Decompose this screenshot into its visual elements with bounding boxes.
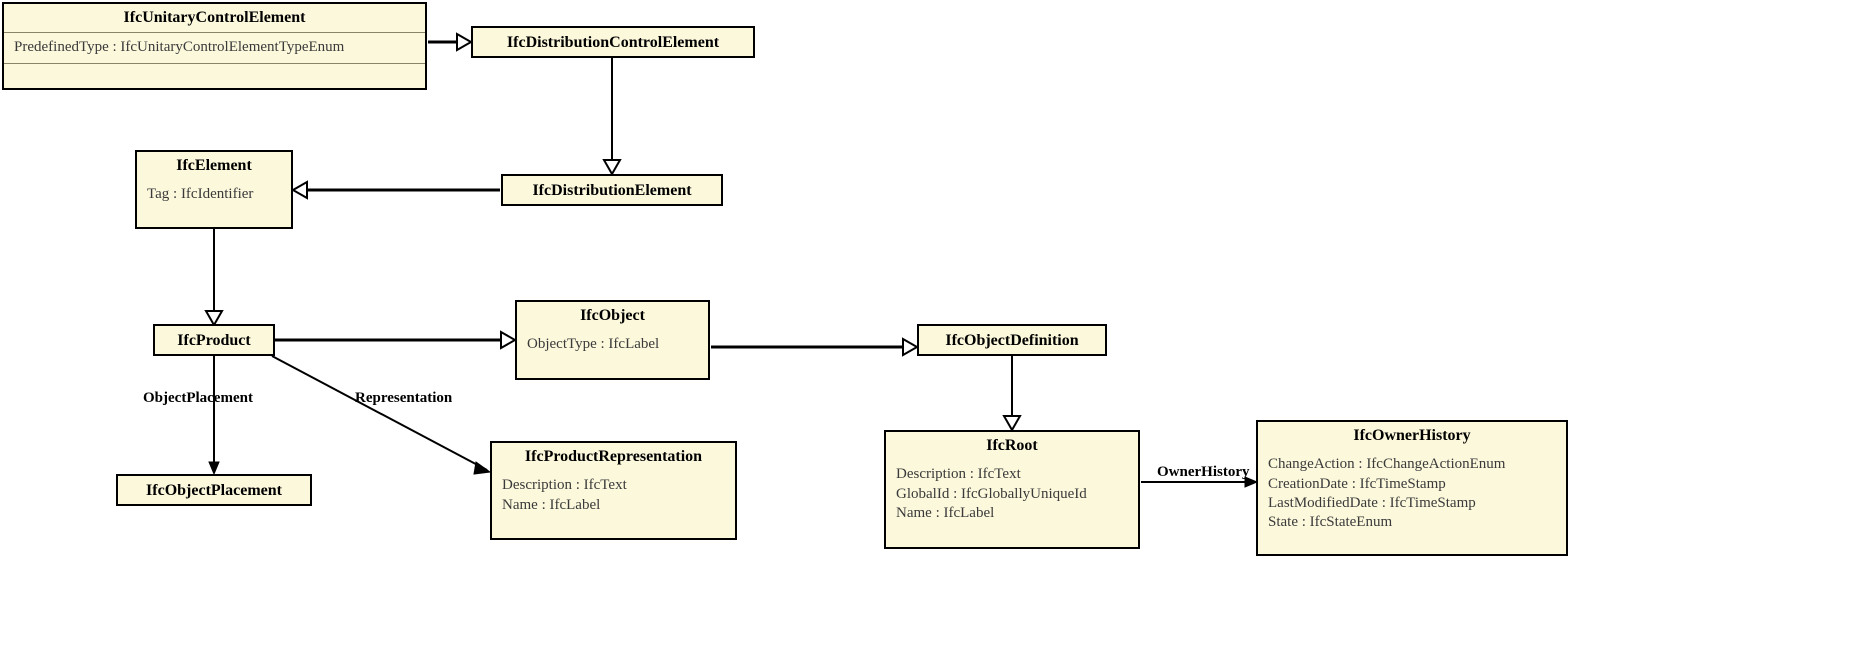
edge-label-ownerhistory: OwnerHistory [1157,464,1250,480]
class-attributes-ifcobject: ObjectType : IfcLabel [517,330,708,360]
class-operations-ifcownerhistory [1258,538,1566,562]
attribute-row: GlobalId : IfcGloballyUniqueId [896,485,1087,502]
edge-product-to-objectplacement [208,356,220,476]
attribute-row: PredefinedType : IfcUnitaryControlElemen… [14,39,345,56]
class-name-ifcownerhistory: IfcOwnerHistory [1353,427,1471,444]
edge-distributionelement-to-element [290,180,500,200]
class-operations-ifcelement [137,211,291,235]
edge-product-to-productrepresentation [271,355,492,475]
class-box-ifcobjectplacement[interactable]: IfcObjectPlacement [116,474,312,506]
attribute-row: Name : IfcLabel [896,504,995,521]
attribute-row: Tag : IfcIdentifier [147,186,254,203]
attribute-row: ObjectType : IfcLabel [527,336,660,353]
attribute-row: State : IfcStateEnum [1268,513,1393,530]
edge-label-objectplacement: ObjectPlacement [143,390,253,406]
class-attributes-ifcunitarycontrolelement: PredefinedType : IfcUnitaryControlElemen… [4,33,425,63]
attribute-row: LastModifiedDate : IfcTimeStamp [1268,494,1476,511]
edge-distributioncontrolelement-to-distributionelement [602,58,622,177]
compartment-separator [4,32,425,34]
compartment-separator [4,63,425,64]
edge-objectdefinition-to-root [1002,356,1022,433]
class-box-ifcdistributioncontrolelement[interactable]: IfcDistributionControlElement [471,26,755,58]
class-name-ifcroot: IfcRoot [986,437,1038,454]
attribute-row: ChangeAction : IfcChangeActionEnum [1268,456,1506,473]
class-attributes-ifcownerhistory: ChangeAction : IfcChangeActionEnum Creat… [1258,450,1566,538]
edge-product-to-object [275,330,518,350]
edge-label-representation: Representation [355,390,453,406]
class-name-ifcproduct: IfcProduct [177,332,251,349]
edge-element-to-product [204,229,224,328]
class-name-ifcobjectdefinition: IfcObjectDefinition [945,332,1079,349]
class-attributes-ifcproductrepresentation: Description : IfcText Name : IfcLabel [492,471,735,520]
class-name-ifcdistributioncontrolelement: IfcDistributionControlElement [506,34,720,51]
class-box-ifcobjectdefinition[interactable]: IfcObjectDefinition [917,324,1107,356]
class-name-ifcdistributionelement: IfcDistributionElement [532,182,692,199]
class-operations-ifcroot [886,529,1138,553]
class-attributes-ifcroot: Description : IfcText GlobalId : IfcGlob… [886,460,1138,529]
class-box-ifcproductrepresentation[interactable]: IfcProductRepresentation Description : I… [490,441,737,540]
class-box-ifcobject[interactable]: IfcObject ObjectType : IfcLabel [515,300,710,380]
class-box-ifcproduct[interactable]: IfcProduct [153,324,275,356]
class-attributes-ifcelement: Tag : IfcIdentifier [137,180,291,210]
class-operations-ifcobject [517,361,708,385]
attribute-row: Description : IfcText [896,466,1021,483]
attribute-row: CreationDate : IfcTimeStamp [1268,475,1446,492]
edge-unitary-to-distributioncontrolelement [428,32,474,52]
class-box-ifcroot[interactable]: IfcRoot Description : IfcText GlobalId :… [884,430,1140,549]
attribute-row: Name : IfcLabel [502,496,601,513]
class-name-ifcproductrepresentation: IfcProductRepresentation [524,448,703,465]
class-box-ifcelement[interactable]: IfcElement Tag : IfcIdentifier [135,150,293,229]
class-operations-ifcunitarycontrolelement [4,64,425,88]
class-name-ifcunitarycontrolelement: IfcUnitaryControlElement [123,9,306,26]
class-box-ifcdistributionelement[interactable]: IfcDistributionElement [501,174,723,206]
class-box-ifcunitarycontrolelement[interactable]: IfcUnitaryControlElement PredefinedType … [2,2,427,90]
class-name-ifcobjectplacement: IfcObjectPlacement [146,482,282,499]
class-operations-ifcproductrepresentation [492,521,735,545]
class-name-ifcelement: IfcElement [176,157,252,174]
attribute-row: Description : IfcText [502,477,627,494]
class-name-ifcobject: IfcObject [580,307,645,324]
class-box-ifcownerhistory[interactable]: IfcOwnerHistory ChangeAction : IfcChange… [1256,420,1568,556]
edge-object-to-objectdefinition [711,337,920,357]
